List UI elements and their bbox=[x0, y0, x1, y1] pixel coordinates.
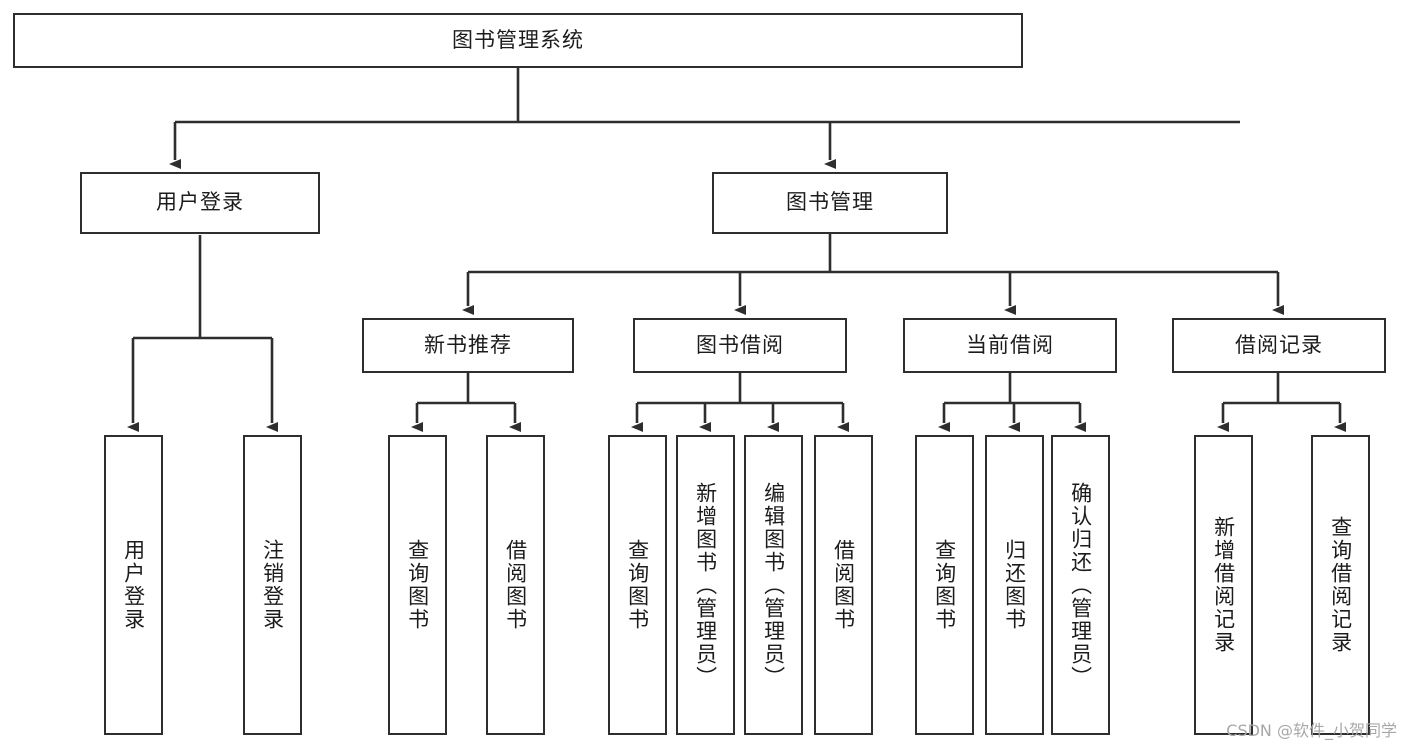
leaf-user-login-login[interactable]: 用户登录 bbox=[104, 435, 163, 735]
node-book-borrow[interactable]: 图书借阅 bbox=[633, 318, 847, 373]
watermark-text: CSDN @软件_小贺同学 bbox=[1226, 721, 1397, 740]
node-new-book-recommend[interactable]: 新书推荐 bbox=[362, 318, 574, 373]
node-book-management[interactable]: 图书管理 bbox=[712, 172, 948, 234]
node-user-login-label: 用户登录 bbox=[156, 190, 244, 215]
node-book-borrow-label: 图书借阅 bbox=[696, 332, 784, 357]
leaf-current-borrow-return-label: 归还图书 bbox=[1002, 539, 1027, 631]
leaf-book-borrow-borrow-label: 借阅图书 bbox=[831, 539, 856, 631]
node-user-login[interactable]: 用户登录 bbox=[80, 172, 320, 234]
leaf-current-borrow-confirm[interactable]: 确认归还（管理员） bbox=[1051, 435, 1110, 735]
node-current-borrow[interactable]: 当前借阅 bbox=[903, 318, 1117, 373]
leaf-book-borrow-edit-label: 编辑图书（管理员） bbox=[761, 481, 786, 689]
leaf-user-login-logout[interactable]: 注销登录 bbox=[243, 435, 302, 735]
leaf-book-borrow-add[interactable]: 新增图书（管理员） bbox=[676, 435, 735, 735]
node-new-book-recommend-label: 新书推荐 bbox=[424, 332, 512, 357]
node-borrow-record-label: 借阅记录 bbox=[1235, 332, 1323, 357]
leaf-user-login-logout-label: 注销登录 bbox=[260, 539, 285, 631]
leaf-book-borrow-edit[interactable]: 编辑图书（管理员） bbox=[744, 435, 803, 735]
leaf-current-borrow-query[interactable]: 查询图书 bbox=[915, 435, 974, 735]
node-book-management-label: 图书管理 bbox=[786, 190, 874, 215]
leaf-book-borrow-borrow[interactable]: 借阅图书 bbox=[814, 435, 873, 735]
leaf-borrow-record-add[interactable]: 新增借阅记录 bbox=[1194, 435, 1253, 735]
node-root[interactable]: 图书管理系统 bbox=[13, 13, 1023, 68]
leaf-borrow-record-add-label: 新增借阅记录 bbox=[1211, 516, 1236, 654]
leaf-book-borrow-query-label: 查询图书 bbox=[625, 539, 650, 631]
leaf-new-book-query-label: 查询图书 bbox=[405, 539, 430, 631]
leaf-current-borrow-query-label: 查询图书 bbox=[932, 539, 957, 631]
leaf-book-borrow-add-label: 新增图书（管理员） bbox=[693, 481, 718, 689]
leaf-book-borrow-query[interactable]: 查询图书 bbox=[608, 435, 667, 735]
leaf-current-borrow-return[interactable]: 归还图书 bbox=[985, 435, 1044, 735]
node-current-borrow-label: 当前借阅 bbox=[966, 332, 1054, 357]
leaf-current-borrow-confirm-label: 确认归还（管理员） bbox=[1068, 481, 1093, 689]
leaf-new-book-borrow[interactable]: 借阅图书 bbox=[486, 435, 545, 735]
leaf-user-login-login-label: 用户登录 bbox=[121, 539, 146, 631]
leaf-borrow-record-query-label: 查询借阅记录 bbox=[1328, 516, 1353, 654]
leaf-borrow-record-query[interactable]: 查询借阅记录 bbox=[1311, 435, 1370, 735]
leaf-new-book-borrow-label: 借阅图书 bbox=[503, 539, 528, 631]
leaf-new-book-query[interactable]: 查询图书 bbox=[388, 435, 447, 735]
node-borrow-record[interactable]: 借阅记录 bbox=[1172, 318, 1386, 373]
node-root-label: 图书管理系统 bbox=[452, 27, 584, 52]
